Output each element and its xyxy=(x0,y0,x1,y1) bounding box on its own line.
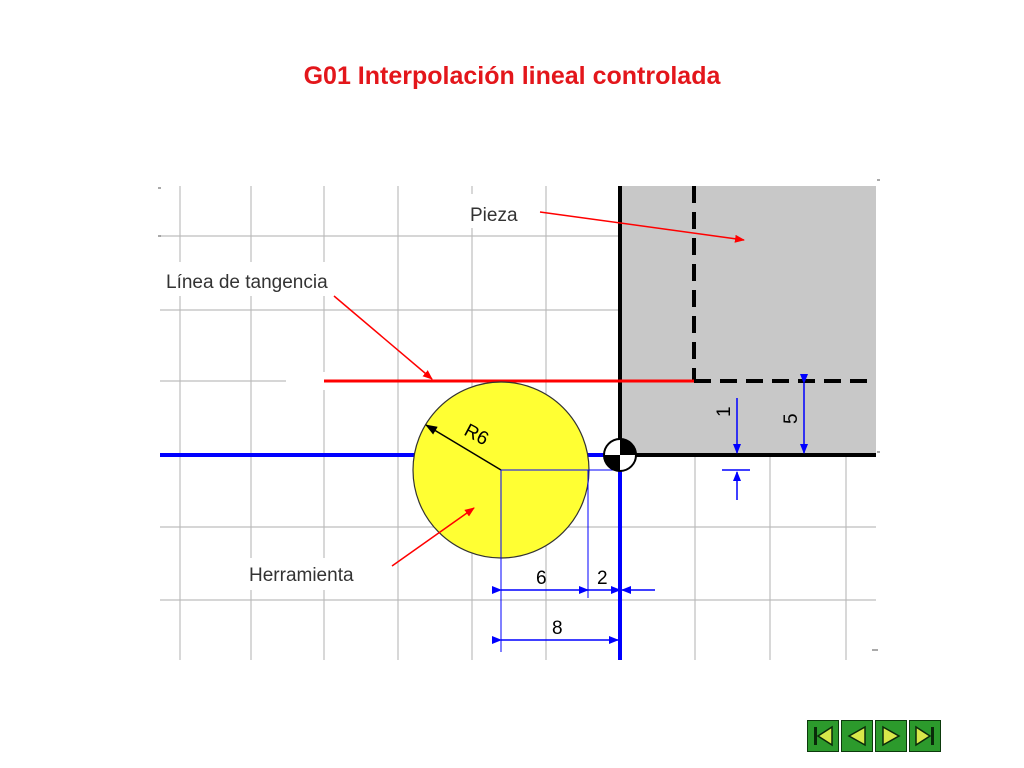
next-icon xyxy=(882,725,901,747)
dimension-1 xyxy=(722,398,750,500)
last-icon xyxy=(915,725,934,747)
herramienta-label: Herramienta xyxy=(249,565,354,586)
dim-5-label: 5 xyxy=(781,413,802,424)
pieza-label: Pieza xyxy=(470,205,518,226)
previous-slide-button[interactable] xyxy=(841,720,873,752)
linea-tangencia-label: Línea de tangencia xyxy=(166,272,328,293)
page-title: G01 Interpolación lineal controlada xyxy=(303,62,721,90)
slide-navigation xyxy=(807,720,941,752)
herramienta-arrow xyxy=(391,507,475,567)
pieza-arrow xyxy=(539,211,745,243)
prev-icon xyxy=(847,725,866,747)
first-icon xyxy=(814,725,833,747)
dim-1-label: 1 xyxy=(714,406,735,417)
last-slide-button[interactable] xyxy=(909,720,941,752)
dim-6-label: 6 xyxy=(536,568,547,589)
reference-point-symbol xyxy=(603,438,637,472)
next-slide-button[interactable] xyxy=(875,720,907,752)
tangencia-arrow xyxy=(333,295,433,380)
dim-2-label: 2 xyxy=(597,568,608,589)
workpiece xyxy=(620,186,876,456)
dim-8-label: 8 xyxy=(552,618,563,639)
first-slide-button[interactable] xyxy=(807,720,839,752)
